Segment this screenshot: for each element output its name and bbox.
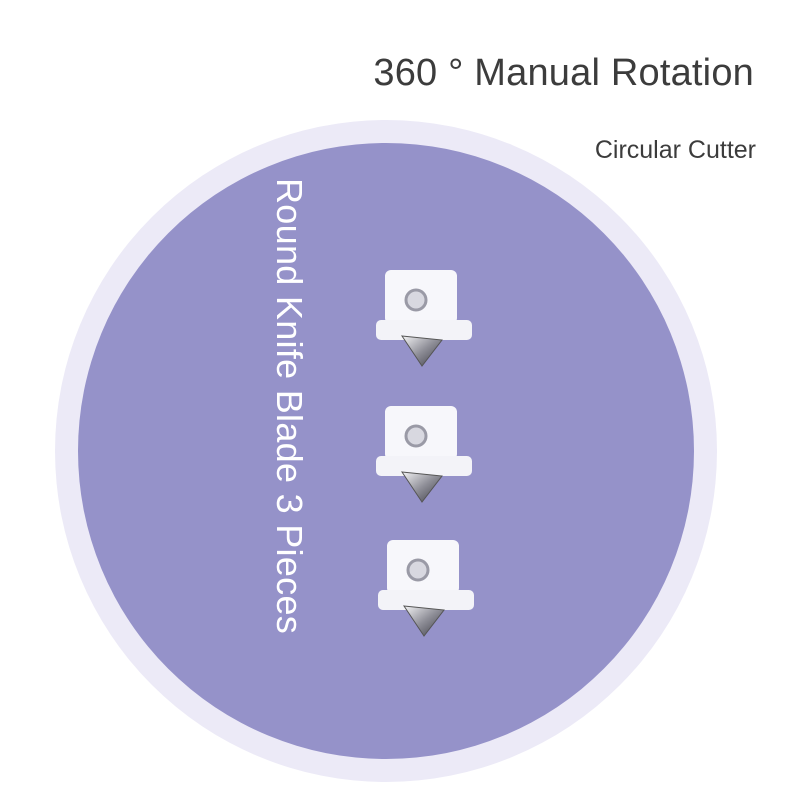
subheadline: Circular Cutter bbox=[594, 136, 756, 164]
blade-icon bbox=[378, 540, 474, 637]
blade-icon bbox=[376, 406, 472, 503]
product-label-vertical: Round Knife Blade 3 Pieces bbox=[269, 178, 310, 635]
blade-holder-1 bbox=[370, 262, 480, 372]
blade-holder-2 bbox=[370, 398, 480, 508]
blade-icon bbox=[376, 270, 472, 367]
blade-holder-3 bbox=[372, 532, 482, 642]
headline: 360 ° Manual Rotation bbox=[373, 52, 754, 94]
